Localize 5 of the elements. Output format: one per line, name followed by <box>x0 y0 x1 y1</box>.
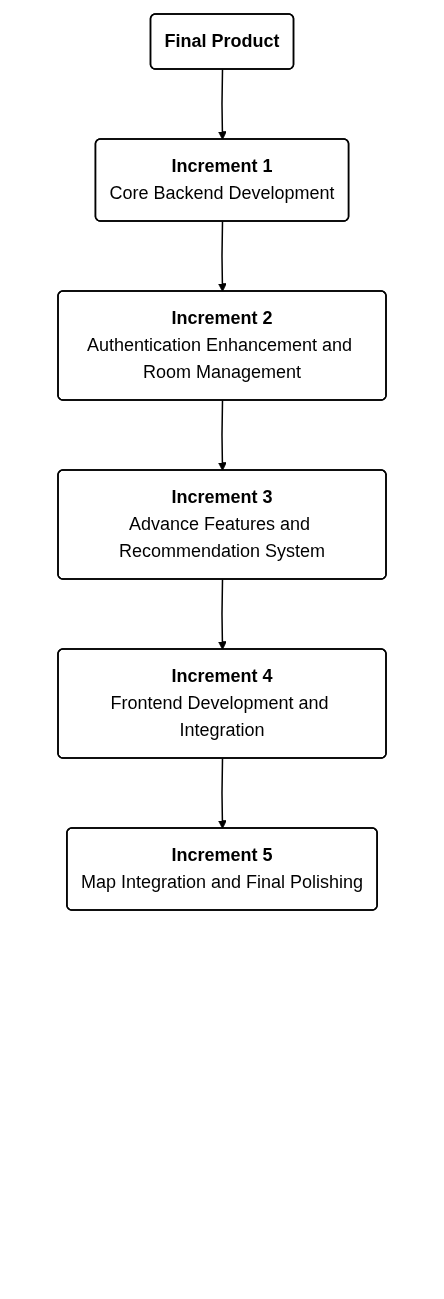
arrow <box>218 68 227 140</box>
arrow <box>218 578 227 650</box>
arrow <box>218 757 227 829</box>
arrow <box>218 399 227 471</box>
arrow <box>218 220 227 292</box>
